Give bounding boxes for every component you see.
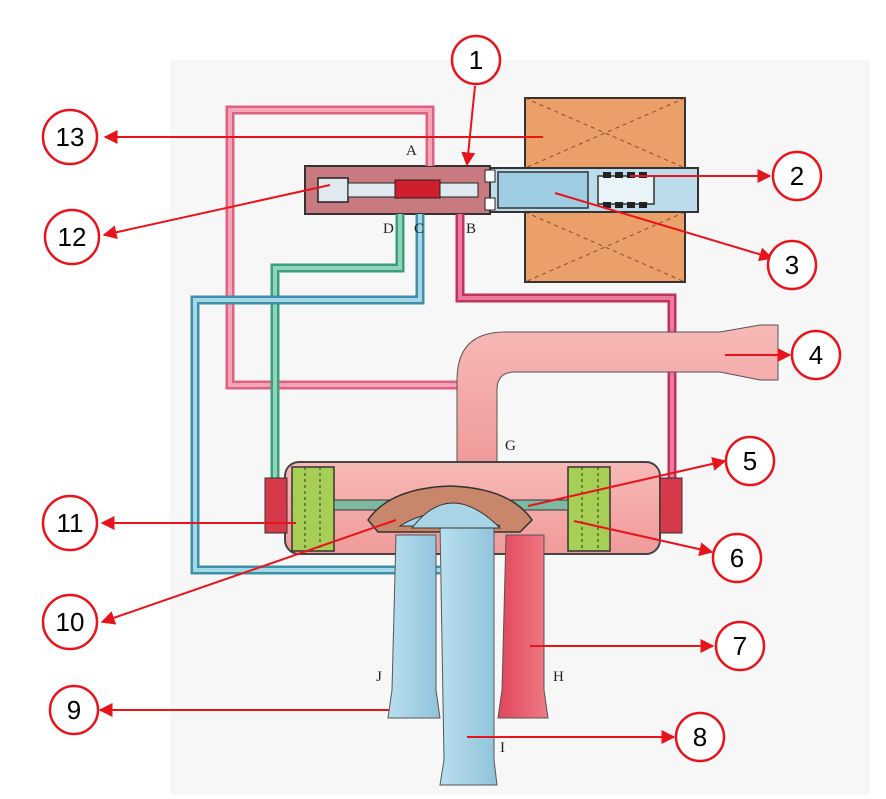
svg-text:5: 5 — [743, 446, 757, 476]
callout-7: 7 — [714, 620, 766, 672]
leader-1 — [461, 85, 476, 167]
port-label-h: H — [553, 669, 564, 685]
tube-j — [387, 534, 441, 719]
svg-text:10: 10 — [56, 607, 85, 637]
callout-3: 3 — [766, 239, 818, 291]
svg-text:11: 11 — [57, 508, 84, 538]
svg-text:6: 6 — [730, 543, 744, 573]
svg-text:13: 13 — [56, 122, 85, 152]
leader-6 — [573, 520, 714, 557]
port-label-j: J — [376, 669, 382, 685]
leader-lines — [98, 85, 792, 744]
callout-4: 4 — [790, 329, 842, 381]
port-label-i: I — [500, 740, 505, 756]
pilot-valve-body — [304, 165, 496, 215]
port-label-d: D — [383, 221, 394, 237]
callout-6: 6 — [711, 532, 763, 584]
port-label-a: A — [406, 143, 417, 159]
port-label-c: C — [414, 221, 424, 237]
svg-text:2: 2 — [790, 161, 804, 191]
left-piston — [291, 466, 335, 552]
callout-1: 1 — [450, 34, 502, 86]
discharge-tube — [456, 324, 779, 466]
svg-text:7: 7 — [733, 631, 747, 661]
leader-12 — [102, 184, 331, 240]
tube-h — [497, 534, 549, 719]
callout-13: 13 — [41, 108, 99, 166]
callout-8: 8 — [674, 711, 726, 763]
leader-5 — [527, 456, 727, 507]
svg-text:4: 4 — [809, 340, 823, 370]
port-label-b: B — [466, 221, 476, 237]
svg-text:8: 8 — [693, 722, 707, 752]
callout-12: 12 — [43, 208, 101, 266]
leader-10 — [100, 519, 397, 625]
callout-10: 10 — [41, 593, 99, 651]
port-label-g: G — [505, 438, 516, 454]
svg-text:12: 12 — [58, 222, 87, 252]
callout-5: 5 — [724, 435, 776, 487]
callout-11: 11 — [41, 494, 99, 552]
callouts: 1 2 3 4 5 6 7 8 — [41, 34, 842, 763]
svg-text:3: 3 — [785, 250, 799, 280]
callout-2: 2 — [771, 150, 823, 202]
svg-text:1: 1 — [469, 45, 483, 75]
right-piston — [567, 466, 611, 552]
leader-3 — [554, 192, 774, 262]
tube-i — [439, 524, 498, 786]
svg-text:9: 9 — [67, 695, 81, 725]
callout-9: 9 — [48, 684, 100, 736]
